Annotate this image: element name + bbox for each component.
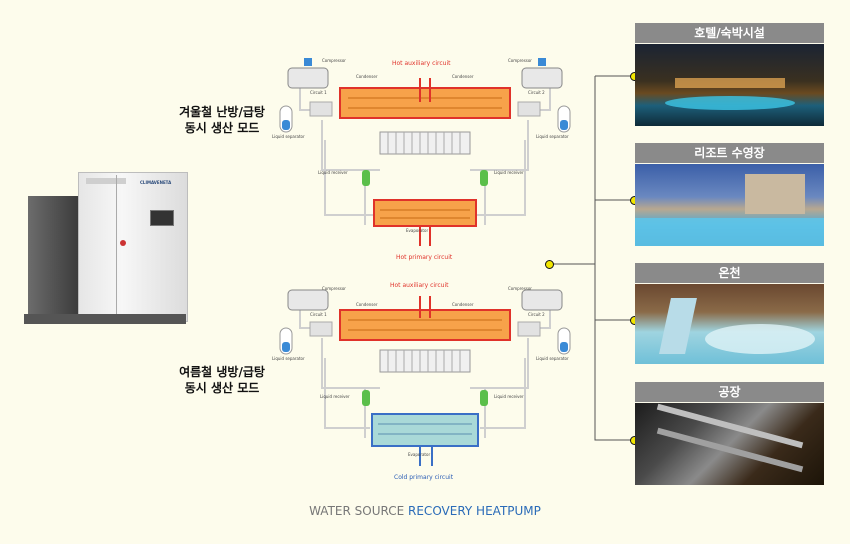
top-liquid-separator-2-label: Liquid separator (536, 134, 569, 139)
factory-conveyor-2 (656, 427, 804, 473)
liquid-receiver-1-icon (362, 390, 370, 406)
application-factory-header: 공장 (635, 382, 824, 402)
bottom-hot-aux-label: Hot auxiliary circuit (390, 282, 449, 289)
bottom-caption: WATER SOURCE RECOVERY HEATPUMP (0, 504, 850, 518)
filter-1-icon (309, 321, 333, 337)
application-resort-header: 리조트 수영장 (635, 143, 824, 163)
bottom-compressor-2-label: Compressor (508, 286, 532, 291)
resort-pool-photo (635, 164, 824, 246)
bottom-circuit1-label: Circuit 1 (310, 312, 327, 317)
top-hot-aux-label: Hot auxiliary circuit (392, 60, 451, 67)
bottom-liquid-receiver-2-label: Liquid receiver (494, 394, 524, 399)
factory-photo (635, 403, 824, 485)
top-evaporator-label: Evaporator (406, 228, 429, 233)
caption-part1: WATER SOURCE (309, 504, 409, 518)
unit-base (24, 314, 186, 324)
condenser-heat-exchanger (339, 87, 511, 119)
unit-door-seam (116, 175, 117, 315)
unit-model-plate (86, 178, 126, 184)
hotel-building-lights (675, 78, 785, 88)
top-liquid-receiver-1-label: Liquid receiver (318, 170, 348, 175)
resort-building (745, 174, 805, 214)
compressor-1-valve-icon (304, 58, 312, 66)
unit-switch-knob (120, 240, 126, 246)
unit-brand-logo: CLIMAVENETA (140, 180, 172, 185)
liquid-receiver-2-icon (480, 390, 488, 406)
compressor-2-icon (521, 289, 563, 311)
top-circuit1-label: Circuit 1 (310, 90, 327, 95)
filter-2-icon (517, 321, 541, 337)
evaporator-heat-exchanger (373, 199, 477, 227)
heatpump-unit-side (28, 196, 80, 314)
compressor-1-icon (287, 289, 329, 311)
liquid-receiver-1-icon (362, 170, 370, 186)
top-liquid-separator-1-label: Liquid separator (272, 134, 305, 139)
bottom-cold-primary-label: Cold primary circuit (394, 474, 454, 481)
top-compressor-2-label: Compressor (508, 58, 532, 63)
summer-mode-label: 여름철 냉방/급탕 동시 생산 모드 (162, 364, 282, 396)
hot-spring-photo (635, 284, 824, 364)
winter-mode-line1: 겨울철 난방/급탕 (179, 105, 265, 119)
hot-aux-inlet-pipe (419, 296, 431, 318)
bottom-liquid-separator-1-label: Liquid separator (272, 356, 305, 361)
hotel-pool (665, 96, 795, 110)
winter-mode-line2: 동시 생산 모드 (184, 121, 260, 135)
factory-conveyor-1 (656, 403, 804, 449)
top-circuit2-label: Circuit 2 (528, 90, 545, 95)
cold-primary-pipe (419, 446, 433, 466)
winter-mode-label: 겨울철 난방/급탕 동시 생산 모드 (162, 104, 282, 136)
liquid-receiver-2-icon (480, 170, 488, 186)
summer-cycle-diagram (279, 289, 571, 466)
condenser-heat-exchanger (339, 309, 511, 341)
bottom-liquid-separator-2-label: Liquid separator (536, 356, 569, 361)
hotel-photo (635, 44, 824, 126)
bottom-compressor-1-label: Compressor (322, 286, 346, 291)
bottom-liquid-receiver-1-label: Liquid receiver (320, 394, 350, 399)
bottom-evaporator-label: Evaporator (408, 452, 431, 457)
unit-control-screen (150, 210, 174, 226)
application-spa-header: 온천 (635, 263, 824, 283)
compressor-1-icon (287, 67, 329, 89)
bottom-circuit2-label: Circuit 2 (528, 312, 545, 317)
compressor-2-icon (521, 67, 563, 89)
summer-mode-line2: 동시 생산 모드 (184, 381, 260, 395)
hot-aux-inlet-pipe (419, 78, 431, 102)
top-compressor-1-label: Compressor (322, 58, 346, 63)
bottom-condenser-2-label: Condenser (452, 302, 474, 307)
plate-heat-exchanger (379, 349, 471, 373)
spa-bubbles (705, 324, 815, 354)
summer-mode-line1: 여름철 냉방/급탕 (179, 365, 265, 379)
top-condenser-1-label: Condenser (356, 74, 378, 79)
hot-primary-pipe (419, 226, 431, 246)
diagram-connector-dot (545, 260, 554, 269)
compressor-2-valve-icon (538, 58, 546, 66)
resort-pool-water (635, 218, 824, 246)
top-hot-primary-label: Hot primary circuit (396, 254, 453, 261)
caption-part2: RECOVERY HEATPUMP (408, 504, 541, 518)
plate-heat-exchanger (379, 131, 471, 155)
evaporator-heat-exchanger (371, 413, 479, 447)
top-liquid-receiver-2-label: Liquid receiver (494, 170, 524, 175)
filter-2-icon (517, 101, 541, 117)
heatpump-unit-front (78, 172, 188, 322)
filter-1-icon (309, 101, 333, 117)
bottom-condenser-1-label: Condenser (356, 302, 378, 307)
application-hotel-header: 호텔/숙박시설 (635, 23, 824, 43)
spa-waterfall (659, 298, 697, 354)
winter-cycle-diagram (279, 58, 571, 246)
application-connector-lines (553, 75, 637, 441)
top-condenser-2-label: Condenser (452, 74, 474, 79)
